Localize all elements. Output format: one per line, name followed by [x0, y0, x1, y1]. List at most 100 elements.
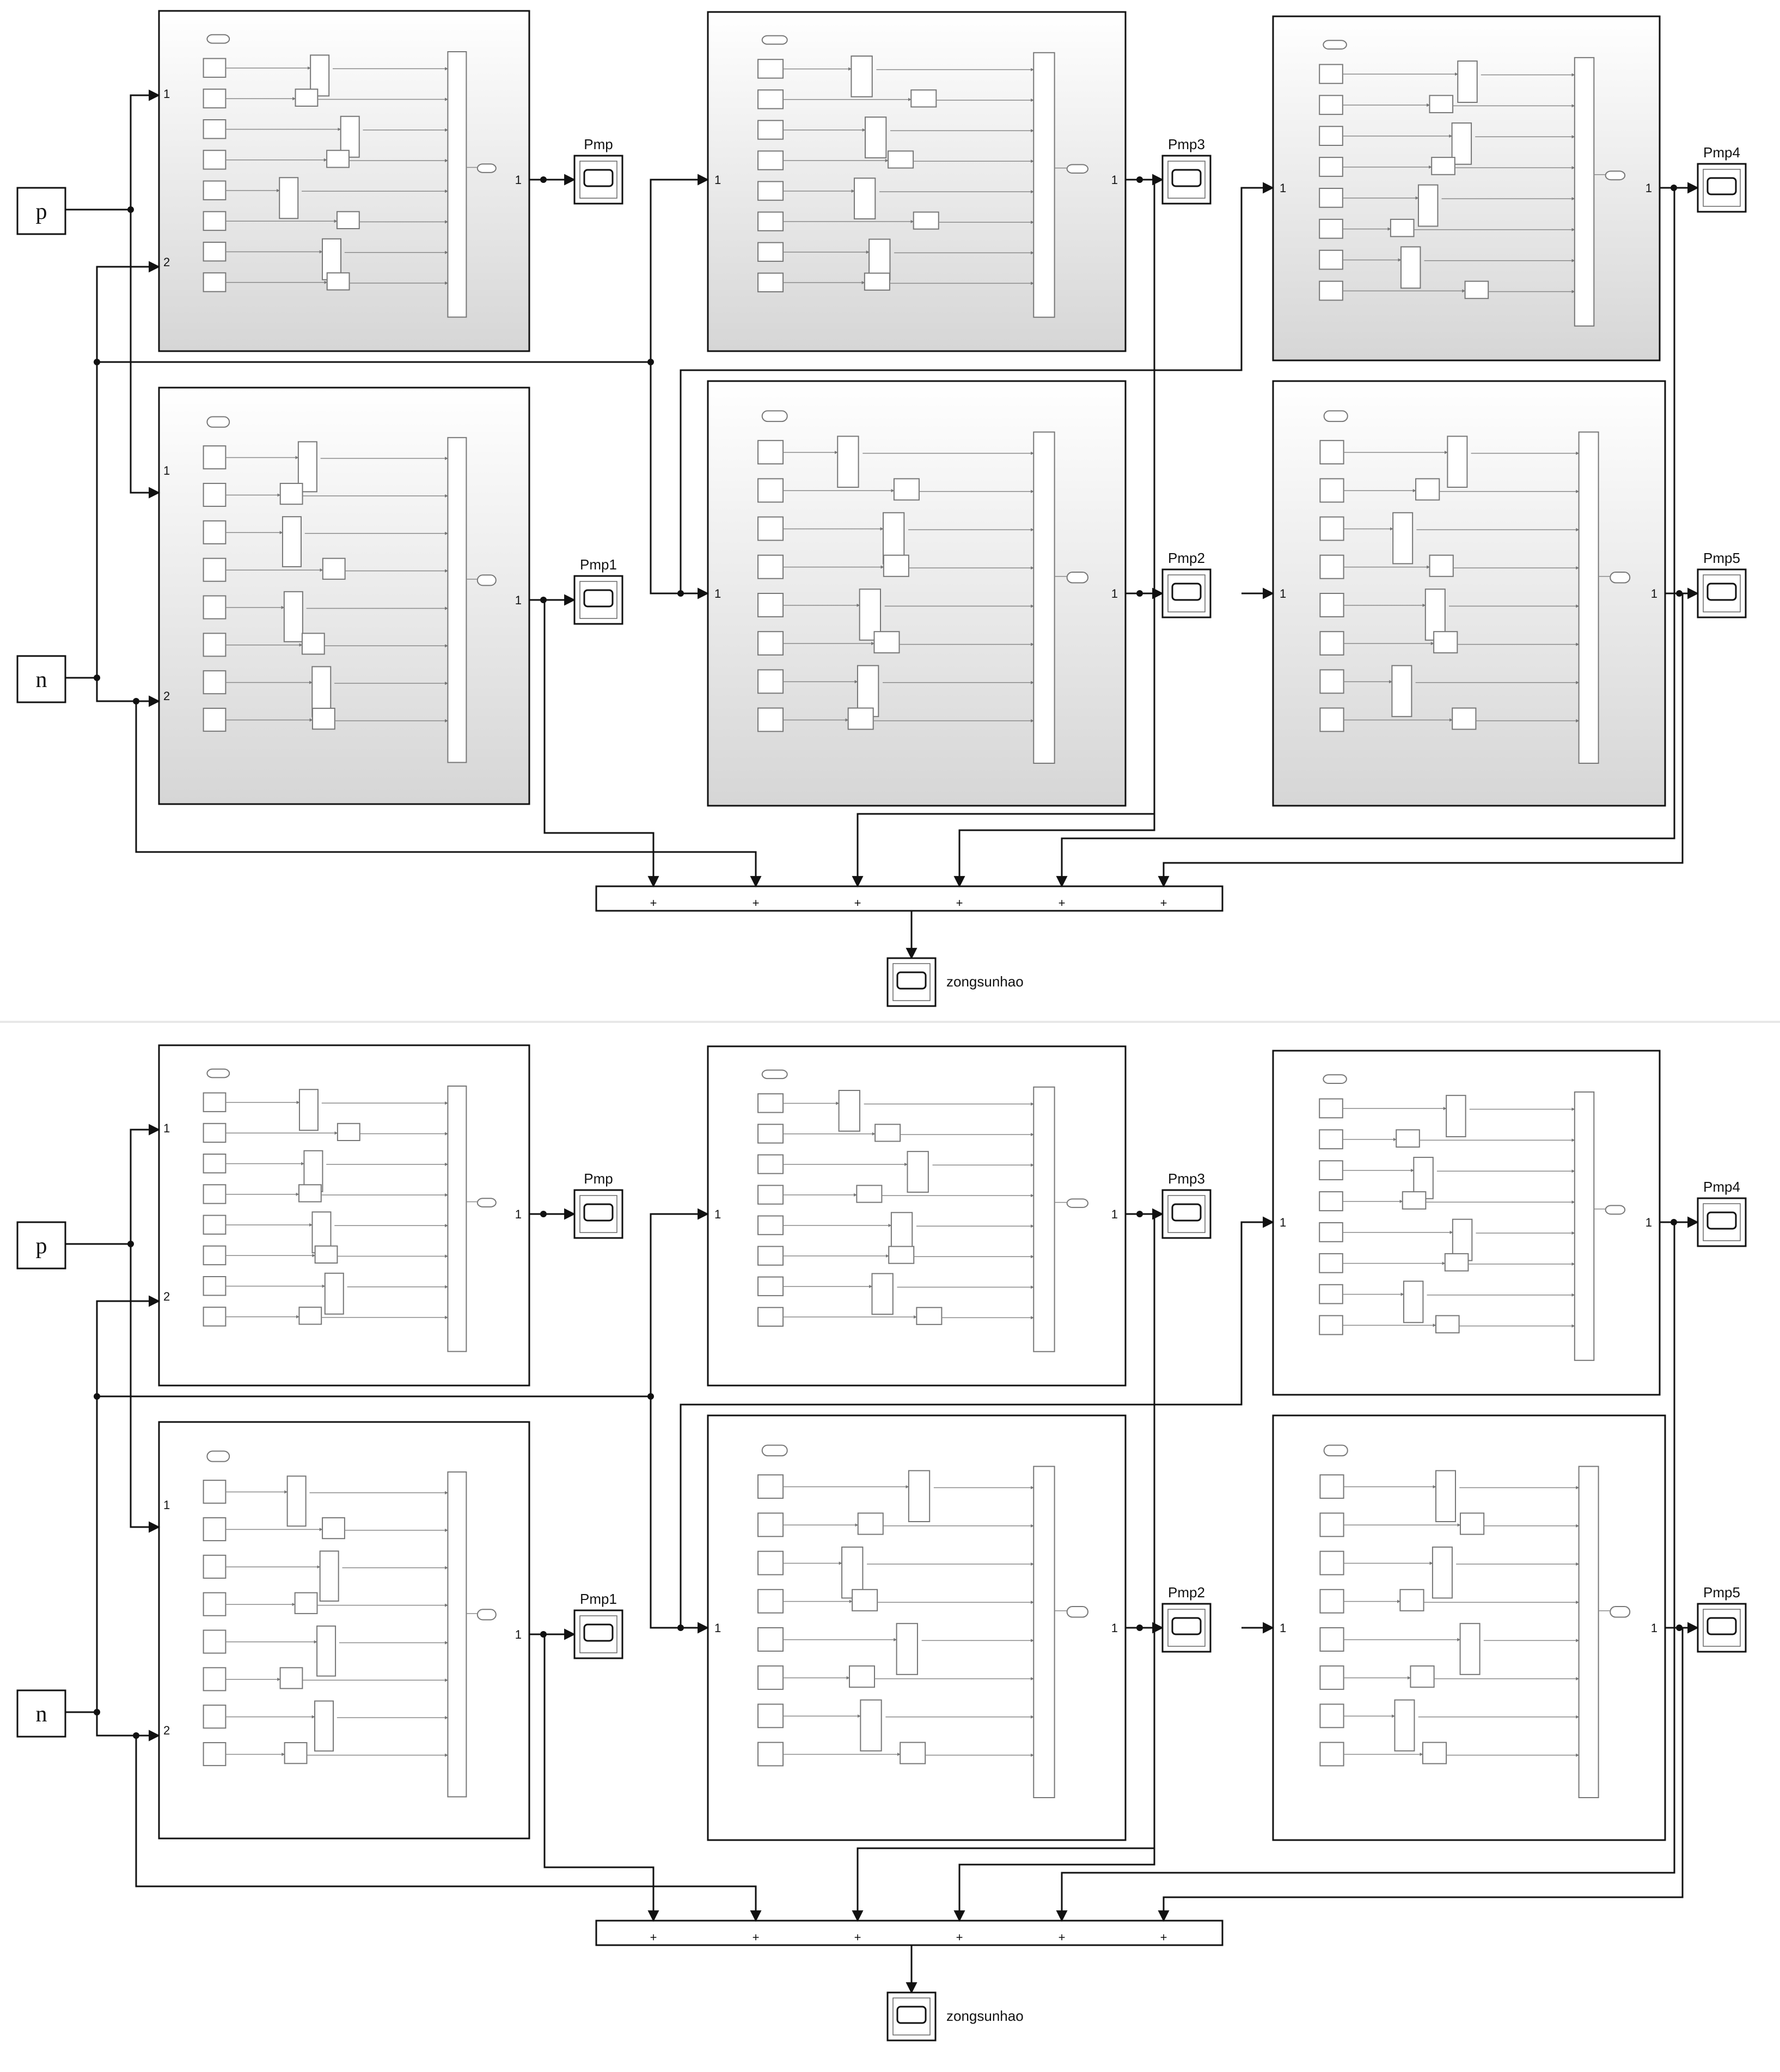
signal-line: [130, 89, 161, 210]
inner-mid-block: [279, 1667, 303, 1689]
inner-mid-block: [847, 707, 874, 730]
inner-mid-block: [316, 1625, 337, 1677]
inner-input-block: [757, 1512, 784, 1537]
branch-point: [94, 359, 100, 365]
inner-goto-tag: [1610, 572, 1631, 584]
inner-input-block: [1319, 1222, 1343, 1242]
inner-input-block: [1319, 1284, 1343, 1304]
sum-sign: +: [956, 1930, 963, 1944]
inner-bus-block: [1574, 57, 1595, 327]
inner-mid-block: [864, 272, 890, 291]
inner-input-block: [757, 89, 784, 109]
inner-bus-block: [1033, 52, 1055, 318]
inport-n[interactable]: [16, 1689, 66, 1738]
inner-mid-block: [848, 1665, 876, 1688]
inner-goto-tag: [1066, 572, 1088, 584]
inner-mid-block: [311, 708, 335, 730]
inner-mid-block: [337, 1123, 360, 1141]
inner-mid-block: [324, 1272, 344, 1315]
inner-mid-block: [860, 1699, 882, 1752]
inner-mid-block: [852, 1589, 878, 1611]
inner-input-block: [1319, 157, 1343, 177]
inner-input-block: [1319, 1703, 1344, 1728]
inner-mid-block: [1444, 1253, 1469, 1272]
inner-mid-block: [322, 1517, 345, 1540]
inner-mid-block: [286, 1475, 307, 1527]
inner-input-block: [757, 1093, 784, 1113]
sum-sign: +: [753, 896, 760, 910]
signal-line: [96, 261, 161, 678]
inner-input-block: [203, 520, 227, 544]
inport-p-label: p: [36, 199, 47, 224]
inner-input-block: [757, 1276, 784, 1296]
inner-bus-block: [1033, 1466, 1055, 1799]
inner-input-block: [1319, 95, 1343, 115]
inner-goto-tag: [1605, 170, 1626, 181]
inner-goto-tag: [1066, 1606, 1088, 1618]
inner-input-block: [203, 1480, 227, 1504]
branch-point: [1136, 1211, 1143, 1217]
inner-mid-block: [1415, 478, 1440, 501]
inner-goto-tag: [1066, 164, 1088, 174]
scope-icon: [583, 1203, 614, 1222]
scope-label: Pmp3: [1168, 136, 1205, 152]
inner-from-tag: [761, 1444, 788, 1457]
signal-line: [1056, 1222, 1675, 1922]
inner-mid-block: [864, 117, 887, 158]
inner-input-block: [203, 88, 227, 109]
inport-p[interactable]: [16, 1221, 66, 1270]
inner-input-block: [757, 1246, 784, 1266]
inner-goto-tag: [476, 163, 497, 173]
inner-mid-block: [1400, 246, 1421, 289]
inner-input-block: [757, 242, 784, 262]
inner-input-block: [757, 272, 784, 292]
inport-n-label: n: [36, 1702, 47, 1727]
inner-input-block: [1319, 1098, 1343, 1119]
sum-block[interactable]: [595, 1920, 1224, 1946]
inner-input-block: [1319, 1315, 1343, 1335]
input-port-label: 2: [163, 255, 170, 269]
output-port-label: 1: [515, 1207, 522, 1221]
inner-mid-block: [326, 150, 350, 168]
inner-input-block: [1319, 1474, 1344, 1499]
inner-mid-block: [1399, 1589, 1424, 1611]
inport-n[interactable]: [16, 655, 66, 703]
inner-input-block: [203, 708, 227, 732]
inner-mid-block: [874, 1124, 901, 1142]
inner-input-block: [203, 1667, 227, 1691]
input-port-label: 2: [163, 689, 170, 703]
inner-input-block: [1319, 440, 1344, 465]
inner-input-block: [203, 58, 227, 78]
inner-input-block: [757, 1703, 784, 1728]
output-port-label: 1: [1651, 1621, 1657, 1635]
signal-line: [953, 593, 1155, 888]
signal-line: [96, 678, 161, 707]
inner-input-block: [1319, 516, 1344, 541]
inner-input-block: [757, 150, 784, 170]
inner-from-tag: [206, 34, 230, 44]
inner-mid-block: [1459, 1512, 1485, 1535]
signal-line: [130, 1244, 161, 1533]
inner-input-block: [203, 119, 227, 139]
input-port-label: 1: [163, 1121, 170, 1135]
sum-sign: +: [1059, 1930, 1066, 1944]
inner-mid-block: [908, 1470, 931, 1522]
scope-icon: [1171, 583, 1202, 601]
inner-bus-block: [447, 51, 467, 318]
scope-icon: [1171, 1617, 1202, 1635]
sum-block[interactable]: [595, 885, 1224, 912]
inner-mid-block: [1446, 1095, 1466, 1138]
input-port-label: 1: [714, 1621, 721, 1635]
inner-input-block: [757, 1550, 784, 1576]
input-port-label: 1: [1280, 1621, 1286, 1635]
sum-sign: +: [650, 896, 657, 910]
inner-mid-block: [1429, 554, 1454, 577]
scope-label: Pmp2: [1168, 550, 1205, 566]
scope-icon: [1706, 583, 1737, 601]
inner-goto-tag: [476, 574, 497, 586]
inport-p[interactable]: [16, 187, 66, 235]
inner-bus-block: [447, 1471, 467, 1798]
inner-input-block: [1319, 64, 1343, 84]
